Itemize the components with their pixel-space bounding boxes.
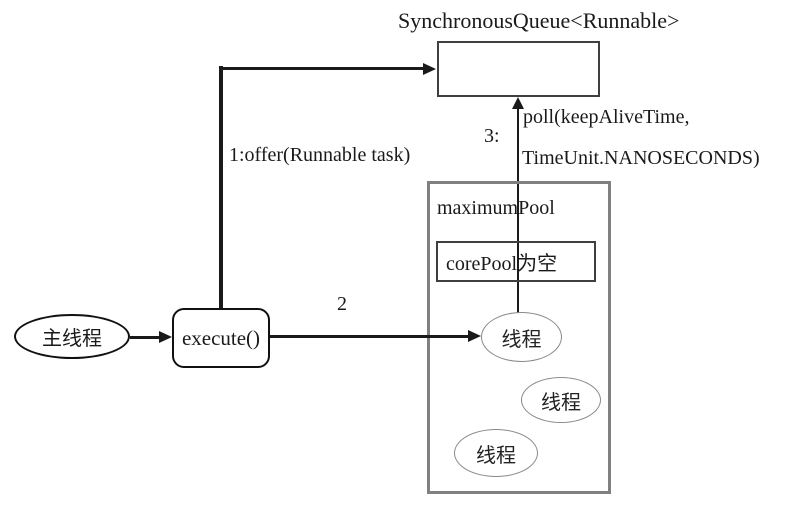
main-thread-node: 主线程: [14, 314, 130, 359]
execute-node: execute(): [172, 308, 270, 368]
poll-step-number-label: 3:: [484, 125, 500, 147]
poll-arrow-line: [517, 105, 519, 313]
offer-arrow-label: 1:offer(Runnable task): [229, 144, 411, 166]
offer-arrowhead-icon: [423, 63, 436, 75]
thread-node: 线程: [454, 429, 538, 477]
poll-label-line1: poll(keepAliveTime,: [523, 106, 690, 128]
step2-arrow-line: [270, 335, 468, 338]
main-thread-arrow-line: [130, 336, 162, 339]
step2-label: 2: [337, 293, 347, 315]
maximum-pool-label: maximumPool: [437, 197, 555, 219]
offer-arrow-horizontal-line: [219, 67, 423, 70]
thread-node: 线程: [521, 377, 601, 423]
poll-arrowhead-icon: [512, 97, 524, 109]
thread-node: 线程: [481, 312, 562, 362]
maximum-pool-container: [427, 181, 611, 494]
step2-arrowhead-icon: [468, 330, 481, 342]
main-thread-arrowhead-icon: [159, 331, 172, 343]
synchronous-queue-title: SynchronousQueue<Runnable>: [398, 8, 680, 33]
poll-label-line2: TimeUnit.NANOSECONDS): [522, 147, 760, 169]
core-pool-box: corePool为空: [436, 241, 596, 282]
synchronous-queue-box: [437, 41, 600, 97]
offer-arrow-vertical-line: [219, 66, 223, 310]
